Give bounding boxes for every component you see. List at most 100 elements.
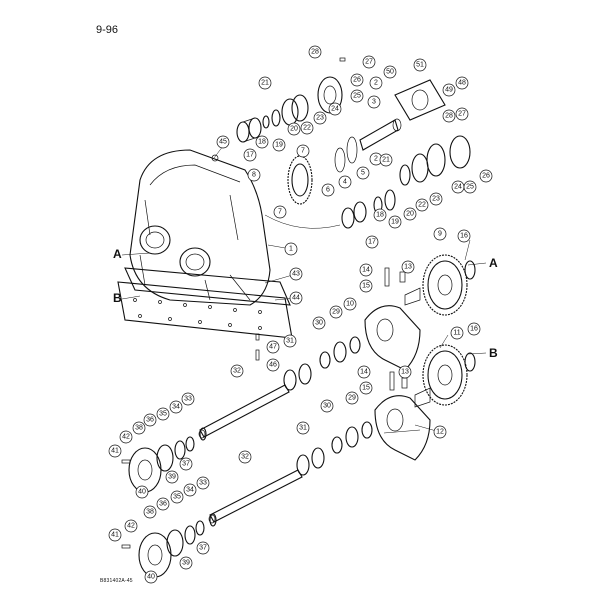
svg-text:9: 9 [438, 231, 442, 238]
svg-text:41: 41 [111, 448, 119, 455]
callout-44: 44 [289, 291, 303, 305]
svg-text:35: 35 [173, 494, 181, 501]
callout-3: 3 [367, 95, 381, 109]
callout-2b: 2 [369, 76, 383, 90]
callout-27b: 27 [455, 107, 469, 121]
svg-text:7: 7 [301, 148, 305, 155]
svg-text:36: 36 [159, 501, 167, 508]
crank-10 [364, 267, 421, 371]
svg-text:14: 14 [362, 267, 370, 274]
callout-19: 19 [272, 138, 286, 152]
svg-text:20: 20 [406, 211, 414, 218]
svg-text:27: 27 [365, 59, 373, 66]
callout-24: 24 [328, 102, 342, 116]
callout-23b: 23 [429, 192, 443, 206]
callout-34b: 34 [183, 483, 197, 497]
svg-text:23: 23 [316, 115, 324, 122]
callout-7: 7 [273, 205, 287, 219]
callout-33: 33 [181, 392, 195, 406]
callout-19b: 19 [388, 215, 402, 229]
svg-text:26: 26 [482, 173, 490, 180]
svg-text:33: 33 [184, 396, 192, 403]
callout-38b: 38 [143, 505, 157, 519]
callout-27: 27 [362, 55, 376, 69]
callout-16b: 16 [467, 322, 481, 336]
shaft-32-upper [198, 384, 290, 439]
callout-30: 30 [312, 316, 326, 330]
svg-text:31: 31 [299, 425, 307, 432]
callout-35: 35 [156, 407, 170, 421]
svg-text:7: 7 [278, 209, 282, 216]
callout-32: 32 [230, 364, 244, 378]
callout-24b: 24 [451, 180, 465, 194]
callout-35b: 35 [170, 490, 184, 504]
callout-40: 40 [135, 485, 149, 499]
svg-text:32: 32 [233, 368, 241, 375]
svg-text:4: 4 [343, 179, 347, 186]
svg-text:18: 18 [258, 139, 266, 146]
svg-text:40: 40 [147, 574, 155, 581]
callout-50: 50 [383, 65, 397, 79]
gear-housing [129, 149, 271, 306]
housing-gasket-43 [124, 267, 291, 306]
svg-text:8: 8 [252, 172, 256, 179]
svg-text:1: 1 [289, 246, 293, 253]
svg-text:15: 15 [362, 283, 370, 290]
callout-22b: 22 [415, 198, 429, 212]
callout-38: 38 [132, 421, 146, 435]
callout-26b: 26 [479, 169, 493, 183]
svg-text:39: 39 [168, 474, 176, 481]
callout-20b: 20 [403, 207, 417, 221]
svg-text:15: 15 [362, 385, 370, 392]
callout-43: 43 [289, 267, 303, 281]
callout-9: 9 [433, 227, 447, 241]
callout-45: 45 [216, 135, 230, 149]
callout-29: 29 [329, 305, 343, 319]
svg-text:14: 14 [360, 369, 368, 376]
svg-text:16: 16 [460, 233, 468, 240]
callout-49: 49 [442, 83, 456, 97]
callout-29b: 29 [345, 391, 359, 405]
callout-30b: 30 [320, 399, 334, 413]
svg-text:45: 45 [219, 139, 227, 146]
svg-text:24: 24 [331, 106, 339, 113]
svg-text:37: 37 [199, 545, 207, 552]
callout-21b: 21 [379, 153, 393, 167]
callout-18: 18 [255, 135, 269, 149]
callout-47: 47 [266, 340, 280, 354]
svg-text:42: 42 [122, 434, 130, 441]
end-cap-upper [128, 427, 207, 493]
callout-33b: 33 [196, 476, 210, 490]
callout-13b: 13 [398, 365, 412, 379]
svg-text:36: 36 [146, 417, 154, 424]
svg-text:34: 34 [172, 404, 180, 411]
document-code: B831402A-45 [100, 578, 133, 584]
callout-37b: 37 [196, 541, 210, 555]
callout-14b: 14 [357, 365, 371, 379]
callout-37: 37 [179, 457, 193, 471]
ref-letter-b-left: B [113, 291, 122, 305]
svg-text:27: 27 [458, 111, 466, 118]
svg-text:11: 11 [453, 330, 460, 337]
callout-41b: 41 [108, 528, 122, 542]
svg-text:16: 16 [470, 326, 478, 333]
callout-42: 42 [119, 430, 133, 444]
callout-39b: 39 [179, 556, 193, 570]
svg-text:21: 21 [261, 80, 269, 87]
svg-text:38: 38 [135, 425, 143, 432]
svg-text:26: 26 [353, 77, 361, 84]
crank-12 [374, 371, 431, 461]
svg-text:41: 41 [111, 532, 119, 539]
ref-letter-a-left: A [113, 247, 122, 261]
callout-15b: 15 [359, 381, 373, 395]
callout-12: 12 [433, 425, 447, 439]
callout-51: 51 [413, 58, 427, 72]
svg-text:25: 25 [466, 184, 474, 191]
svg-text:31: 31 [286, 338, 294, 345]
svg-text:33: 33 [199, 480, 207, 487]
callout-31: 31 [283, 334, 297, 348]
callout-36b: 36 [156, 497, 170, 511]
callout-46: 46 [266, 358, 280, 372]
gear-11 [422, 344, 476, 406]
